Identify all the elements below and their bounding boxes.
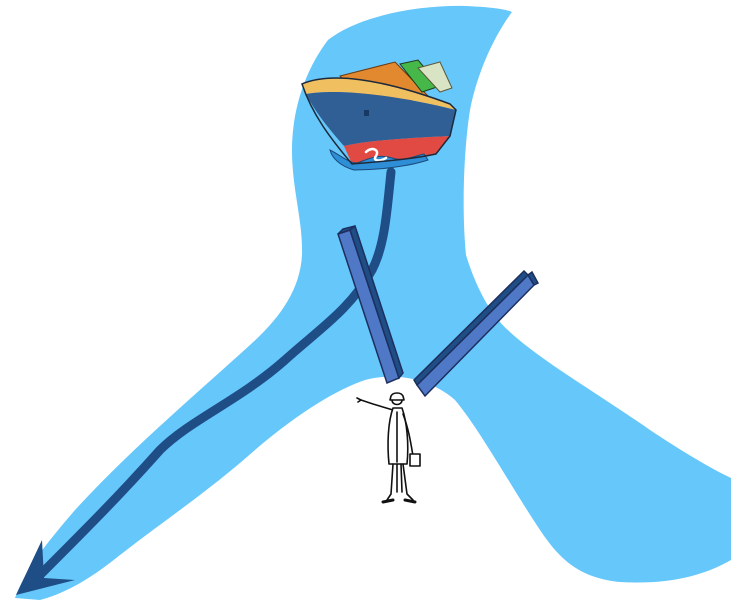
person-legs-inner: [397, 464, 402, 492]
ship-porthole: [364, 110, 369, 116]
person-arm-pointing: [361, 400, 393, 410]
person-feet: [383, 500, 415, 502]
person-helmet: [390, 393, 404, 400]
person-hand: [357, 398, 361, 402]
person-leg-right: [403, 464, 413, 500]
person-leg-left: [387, 464, 393, 500]
person-coat: [388, 408, 408, 464]
engineer-pointing-icon: [357, 393, 420, 502]
person-clipboard: [410, 454, 420, 466]
